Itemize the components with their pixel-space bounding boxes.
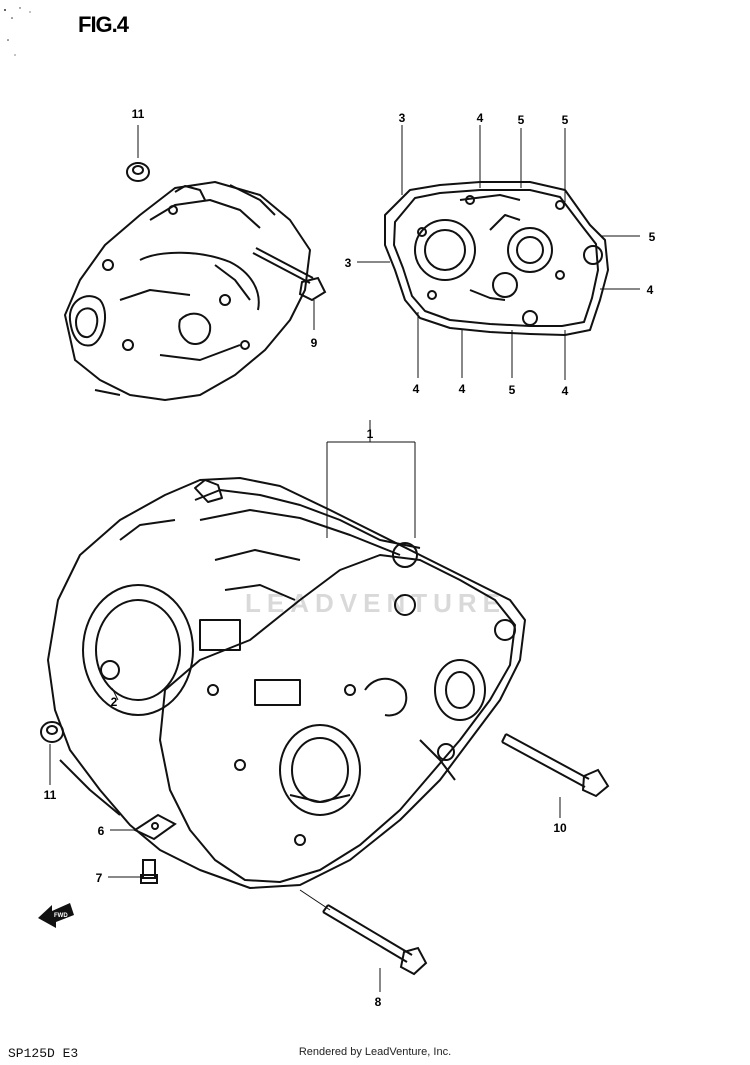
callout-3-left: 3 xyxy=(345,256,352,270)
callout-5-right: 5 xyxy=(649,230,656,244)
plate-6-drawing xyxy=(132,813,177,841)
callout-9: 9 xyxy=(311,336,318,350)
figure-title: FIG.4 xyxy=(78,12,130,37)
callout-5-bottom: 5 xyxy=(509,383,516,397)
watermark: LEADVENTURE xyxy=(245,588,506,618)
callout-4-right: 4 xyxy=(647,283,654,297)
callout-8: 8 xyxy=(375,995,382,1009)
callout-4-bottom-c: 4 xyxy=(562,384,569,398)
callout-3-top: 3 xyxy=(399,111,406,125)
rendered-by-credit: Rendered by LeadVenture, Inc. xyxy=(298,1046,452,1058)
callout-4-top: 4 xyxy=(477,111,484,125)
forward-arrow-icon: FWD xyxy=(38,903,74,928)
screw-7-drawing xyxy=(140,859,158,884)
bolt-8-drawing xyxy=(322,904,428,976)
callout-6: 6 xyxy=(98,824,105,838)
crankcase-right-half-drawing xyxy=(64,181,311,401)
callout-4-bottom-a: 4 xyxy=(413,382,420,396)
callout-11-bottom: 11 xyxy=(44,788,57,802)
callout-11-top: 11 xyxy=(132,107,145,121)
bracket-1 xyxy=(326,420,416,538)
callout-4-bottom-b: 4 xyxy=(459,382,466,396)
callout-5-top-b: 5 xyxy=(562,113,569,127)
scan-speckles xyxy=(4,7,31,56)
nut-11-top-drawing xyxy=(126,162,150,182)
callout-1: 1 xyxy=(367,427,374,441)
callout-7: 7 xyxy=(96,871,103,885)
callout-2: 2 xyxy=(111,695,118,709)
bolt-10-drawing xyxy=(501,733,610,798)
nut-11-bottom-drawing xyxy=(40,721,64,743)
bolt-9-drawing xyxy=(252,247,327,302)
callout-numbers: 1 2 3 3 4 4 4 4 4 5 5 5 5 6 7 8 9 10 11 … xyxy=(44,107,656,1009)
gasket-leaders xyxy=(357,125,640,380)
callout-5-top-a: 5 xyxy=(518,113,525,127)
forward-arrow-label: FWD xyxy=(54,913,68,919)
crankcase-gasket-drawing xyxy=(384,181,609,336)
leader-2 xyxy=(111,687,119,701)
leader-8-assembly xyxy=(299,889,331,911)
model-code: SP125D E3 xyxy=(8,1046,79,1061)
crankcase-assembly-drawing xyxy=(47,477,526,889)
callout-10: 10 xyxy=(553,821,567,835)
